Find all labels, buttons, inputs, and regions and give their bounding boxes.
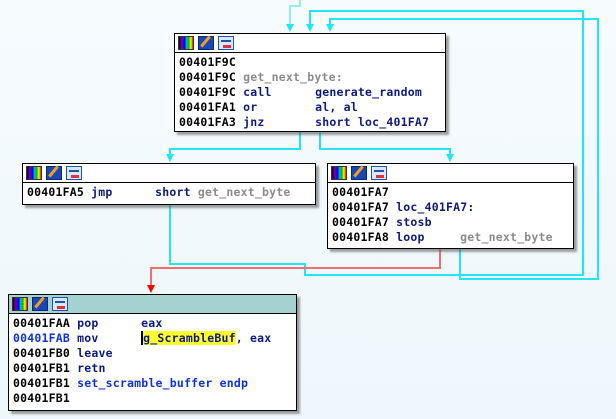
operand: , eax	[235, 331, 272, 345]
arrow-head	[166, 154, 174, 162]
graph-view-icon[interactable]	[66, 166, 82, 180]
address: 00401FA5	[27, 185, 84, 199]
block-title-bar	[9, 295, 296, 314]
mnemonic: jmp	[91, 185, 113, 199]
graph-view-icon[interactable]	[52, 297, 68, 311]
color-palette-icon[interactable]	[12, 297, 28, 311]
address: 00401FB1	[13, 361, 70, 375]
operand-ref[interactable]: get_next_byte	[460, 230, 553, 244]
asm-line[interactable]: 00401F9C get_next_byte:	[179, 70, 441, 85]
edge-loop-exit	[150, 249, 441, 286]
arrow-head	[147, 285, 155, 293]
mnemonic: stosb	[396, 215, 432, 229]
address: 00401FA3	[179, 115, 236, 129]
mnemonic: retn	[77, 361, 106, 375]
block-exit[interactable]: 00401FAA pop eax 00401FAB mov g_ScrambleBu…	[8, 294, 297, 411]
operand[interactable]: generate_random	[315, 85, 422, 99]
mnemonic: or	[243, 100, 258, 114]
address: 00401FB1	[13, 391, 70, 405]
asm-line-selected[interactable]: 00401FAB mov g_ScrambleBuf, eax	[13, 331, 292, 346]
asm-line[interactable]: 00401FB0 leave	[13, 346, 292, 361]
address: 00401FB1	[13, 376, 70, 390]
asm-line[interactable]: 00401FA1 or al, al	[179, 100, 441, 115]
asm-line[interactable]: 00401F9C	[179, 55, 441, 70]
label[interactable]: get_next_byte:	[243, 70, 343, 84]
color-palette-icon[interactable]	[178, 36, 194, 50]
block-jmp[interactable]: 00401FA5 jmp short get_next_byte	[22, 163, 316, 205]
address: 00401FA1	[179, 100, 236, 114]
asm-line[interactable]: 00401FA8 loop get_next_byte	[332, 230, 569, 245]
graph-view-icon[interactable]	[218, 36, 234, 50]
operand[interactable]: short loc_401FA7	[315, 115, 430, 129]
proc-end: set_scramble_buffer endp	[77, 376, 249, 390]
edit-block-icon[interactable]	[351, 166, 367, 180]
color-palette-icon[interactable]	[26, 166, 42, 180]
address: 00401F9C	[179, 85, 236, 99]
arrow-head	[326, 24, 334, 32]
asm-line[interactable]: 00401FA7	[332, 185, 569, 200]
mnemonic: leave	[77, 346, 113, 360]
asm-line[interactable]: 00401FB1 retn	[13, 361, 292, 376]
edge-jmp-back	[169, 10, 584, 276]
arrow-head	[286, 24, 294, 32]
label[interactable]: loc_401FA7:	[396, 200, 475, 214]
address: 00401FAA	[13, 316, 70, 330]
mnemonic: call	[243, 85, 272, 99]
edge-loop-back	[329, 18, 599, 280]
block-title-bar	[23, 164, 315, 183]
edge-incoming	[289, 0, 301, 25]
address: 00401FB0	[13, 346, 70, 360]
operand: eax	[141, 316, 163, 330]
highlighted-operand[interactable]: g_ScrambleBuf	[141, 331, 236, 345]
arrow-head	[446, 154, 454, 162]
mnemonic: pop	[77, 316, 99, 330]
block-title-bar	[328, 164, 573, 183]
color-palette-icon[interactable]	[331, 166, 347, 180]
block-loc-401fa7[interactable]: 00401FA7 00401FA7 loc_401FA7: 00401FA7 s…	[327, 163, 574, 249]
address: 00401F9C	[179, 70, 236, 84]
mnemonic: loop	[396, 230, 425, 244]
asm-line[interactable]: 00401FA7 stosb	[332, 215, 569, 230]
edge-jnz-true	[319, 132, 451, 155]
block-get-next-byte[interactable]: 00401F9C 00401F9C get_next_byte: 00401F9…	[174, 33, 446, 132]
asm-line[interactable]: 00401FA3 jnz short loc_401FA7	[179, 115, 441, 130]
edit-block-icon[interactable]	[32, 297, 48, 311]
edit-block-icon[interactable]	[198, 36, 214, 50]
edge-jnz-false	[169, 132, 301, 155]
asm-line[interactable]: 00401FB1 set_scramble_buffer endp	[13, 376, 292, 391]
operand-ref[interactable]: get_next_byte	[197, 185, 291, 199]
address: 00401FAB	[13, 331, 70, 345]
mnemonic: mov	[77, 331, 99, 345]
asm-line[interactable]: 00401FA7 loc_401FA7:	[332, 200, 569, 215]
address: 00401FA7	[332, 200, 389, 214]
address: 00401FA7	[332, 185, 389, 199]
block-title-bar	[175, 34, 445, 53]
mnemonic: jnz	[243, 115, 265, 129]
address: 00401FA8	[332, 230, 389, 244]
operand-prefix: short	[155, 185, 191, 199]
edit-block-icon[interactable]	[46, 166, 62, 180]
asm-line[interactable]: 00401FAA pop eax	[13, 316, 292, 331]
asm-line[interactable]: 00401F9C call generate_random	[179, 85, 441, 100]
asm-line[interactable]: 00401FB1	[13, 391, 292, 406]
address: 00401FA7	[332, 215, 389, 229]
address: 00401F9C	[179, 55, 236, 69]
graph-view-icon[interactable]	[371, 166, 387, 180]
operand: al, al	[315, 100, 358, 114]
asm-line[interactable]: 00401FA5 jmp short get_next_byte	[27, 185, 311, 200]
arrow-head	[306, 24, 314, 32]
